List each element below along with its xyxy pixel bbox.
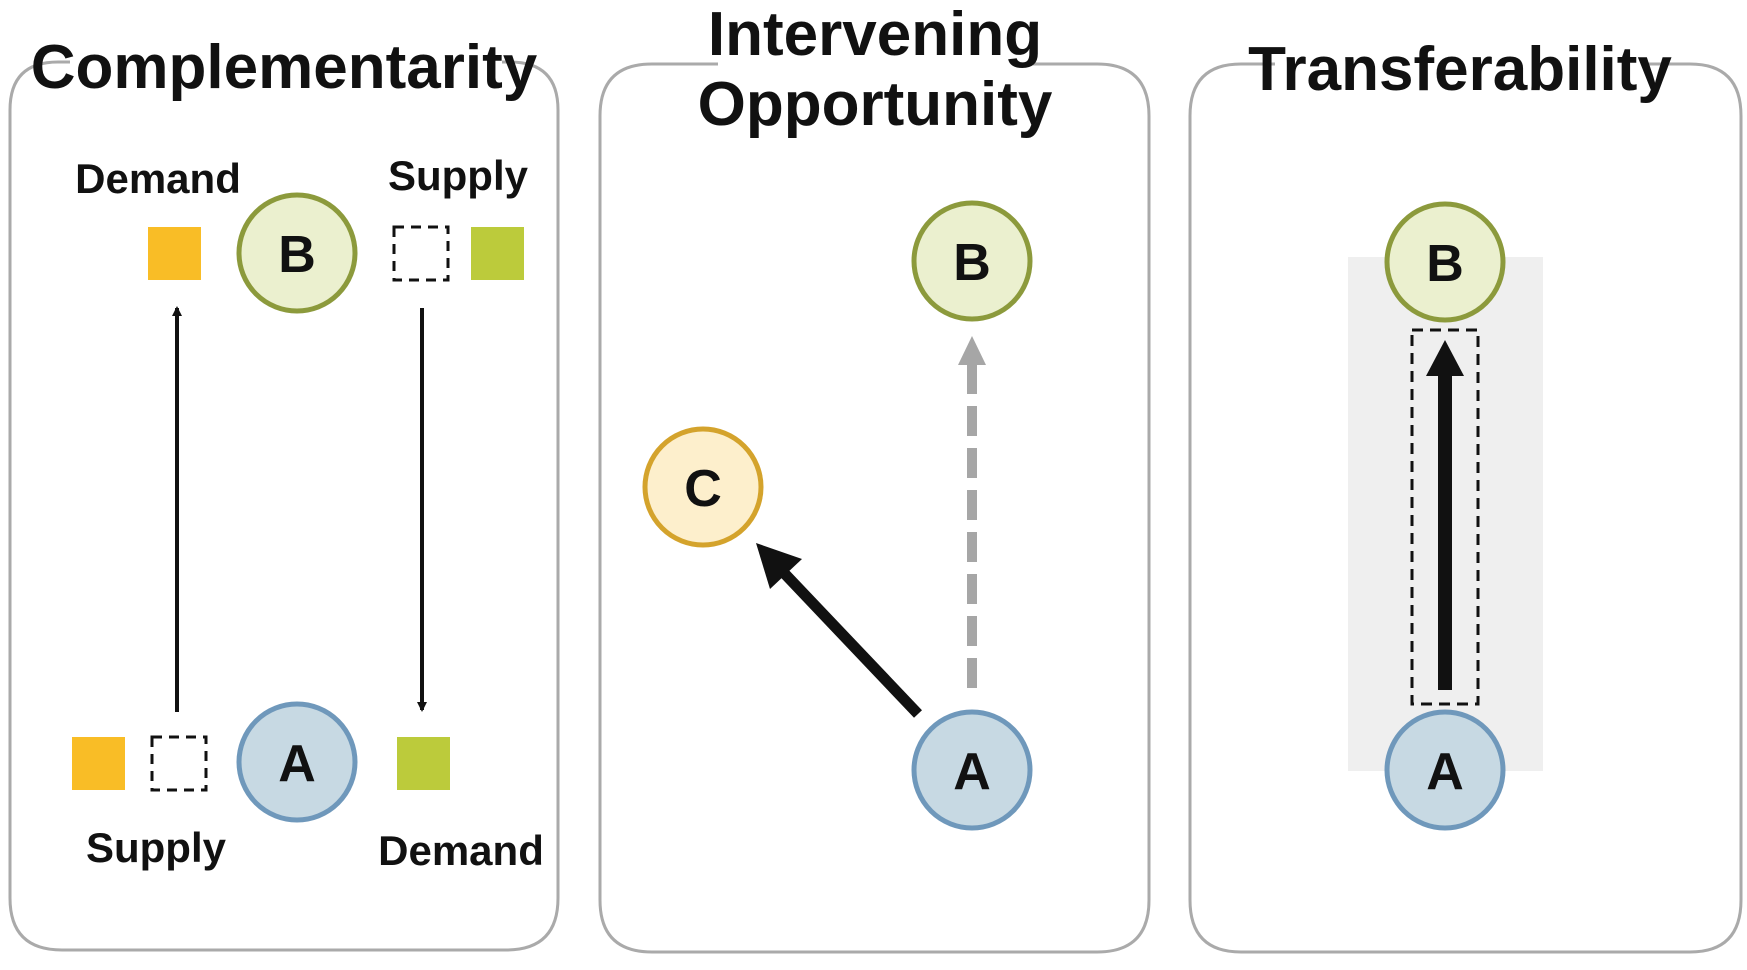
solid-arrow-a-to-c	[781, 570, 922, 718]
empty-demand-square-bottom	[150, 735, 208, 792]
node-b-complementarity: B	[236, 192, 358, 314]
svg-text:A: A	[278, 735, 316, 793]
svg-text:A: A	[953, 743, 991, 801]
demand-square-green-bottom	[397, 737, 450, 790]
svg-text:B: B	[278, 226, 316, 284]
empty-supply-square-top	[392, 225, 450, 282]
node-a-intervening: A	[911, 709, 1033, 831]
node-b-intervening: B	[911, 200, 1033, 322]
panel-border-intervening	[598, 62, 1151, 954]
solid-arrow-head	[756, 543, 802, 589]
panel-border-complementarity	[8, 60, 560, 952]
panel-complementarity: Complementarity Demand Supply Supply Dem…	[8, 33, 560, 952]
panel-title-intervening-line1: Intervening	[708, 0, 1042, 69]
panel-title-complementarity: Complementarity	[31, 33, 538, 102]
svg-text:B: B	[953, 234, 991, 292]
panel-title-transferability: Transferability	[1248, 35, 1672, 104]
supply-square-orange-bottom	[72, 737, 125, 790]
label-demand-top: Demand	[75, 155, 241, 202]
panel-border-transferability	[1188, 62, 1743, 954]
corridor-dashed-box	[1410, 328, 1480, 706]
supply-square-green-top	[471, 227, 524, 280]
label-supply-bottom: Supply	[86, 824, 227, 871]
thick-arrow-head	[1426, 340, 1464, 376]
label-supply-top: Supply	[388, 152, 529, 199]
panel-intervening-opportunity: Intervening Opportunity B C A	[598, 0, 1151, 954]
node-a-complementarity: A	[236, 701, 358, 823]
svg-text:C: C	[684, 460, 722, 518]
node-b-transferability: B	[1384, 201, 1506, 323]
dashed-arrow-head	[958, 336, 986, 365]
panel-transferability: Transferability B A	[1188, 35, 1743, 954]
panel-title-intervening-line2: Opportunity	[698, 70, 1053, 139]
svg-text:B: B	[1426, 235, 1464, 293]
demand-square-orange-top	[148, 227, 201, 280]
node-c-intervening: C	[642, 426, 764, 548]
svg-text:A: A	[1426, 743, 1464, 801]
node-a-transferability: A	[1384, 709, 1506, 831]
label-demand-bottom: Demand	[378, 827, 544, 874]
